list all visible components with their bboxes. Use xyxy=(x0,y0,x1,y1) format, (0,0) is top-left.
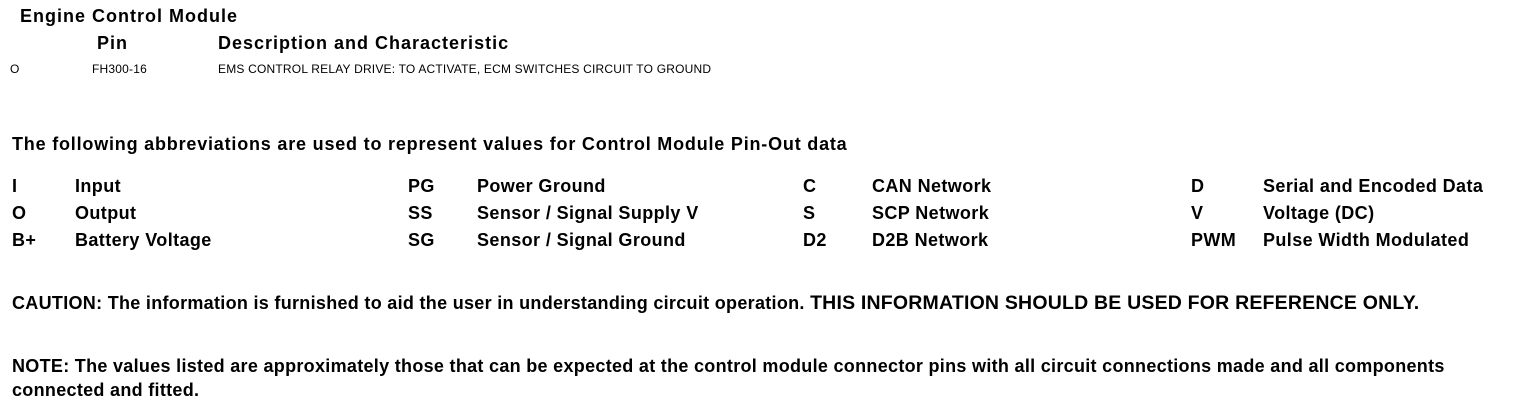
pin-column-header: Pin xyxy=(97,33,129,53)
caution-emphasis: THIS INFORMATION SHOULD BE USED FOR REFE… xyxy=(810,292,1420,314)
abbrev-code: PG xyxy=(408,176,435,196)
note-paragraph: NOTE: The values listed are approximatel… xyxy=(12,354,1492,402)
abbrev-label: Sensor / Signal Ground xyxy=(477,230,686,250)
page-title: Engine Control Module xyxy=(20,6,238,26)
abbrev-code: S xyxy=(803,203,816,223)
abbrev-code: SS xyxy=(408,203,433,223)
abbrev-label: Sensor / Signal Supply V xyxy=(477,203,699,223)
abbrev-label: Power Ground xyxy=(477,176,606,196)
abbrev-label: Voltage (DC) xyxy=(1263,203,1375,223)
pin-id-cell: FH300-16 xyxy=(92,62,147,76)
abbrev-label: Serial and Encoded Data xyxy=(1263,176,1484,196)
abbrev-label: CAN Network xyxy=(872,176,992,196)
abbrev-code: I xyxy=(12,176,18,196)
abbrev-label: Pulse Width Modulated xyxy=(1263,230,1470,250)
abbrev-code: V xyxy=(1191,203,1204,223)
pin-description-cell: EMS CONTROL RELAY DRIVE: TO ACTIVATE, EC… xyxy=(218,62,712,76)
abbrev-code: D2 xyxy=(803,230,827,250)
abbrev-code: C xyxy=(803,176,817,196)
abbrev-label: Output xyxy=(75,203,137,223)
abbrev-code: O xyxy=(12,203,27,223)
abbrev-label: Input xyxy=(75,176,121,196)
abbrev-label: Battery Voltage xyxy=(75,230,212,250)
abbrev-code: D xyxy=(1191,176,1205,196)
caution-text: CAUTION: The information is furnished to… xyxy=(12,293,805,313)
abbrev-label: SCP Network xyxy=(872,203,990,223)
note-text: NOTE: The values listed are approximatel… xyxy=(12,356,1445,400)
caution-paragraph: CAUTION: The information is furnished to… xyxy=(12,291,1492,315)
description-column-header: Description and Characteristic xyxy=(218,33,510,53)
abbrev-code: B+ xyxy=(12,230,37,250)
pin-type-cell: O xyxy=(10,62,20,76)
abbreviations-intro: The following abbreviations are used to … xyxy=(12,134,848,154)
abbrev-code: PWM xyxy=(1191,230,1237,250)
abbrev-code: SG xyxy=(408,230,435,250)
abbrev-label: D2B Network xyxy=(872,230,989,250)
